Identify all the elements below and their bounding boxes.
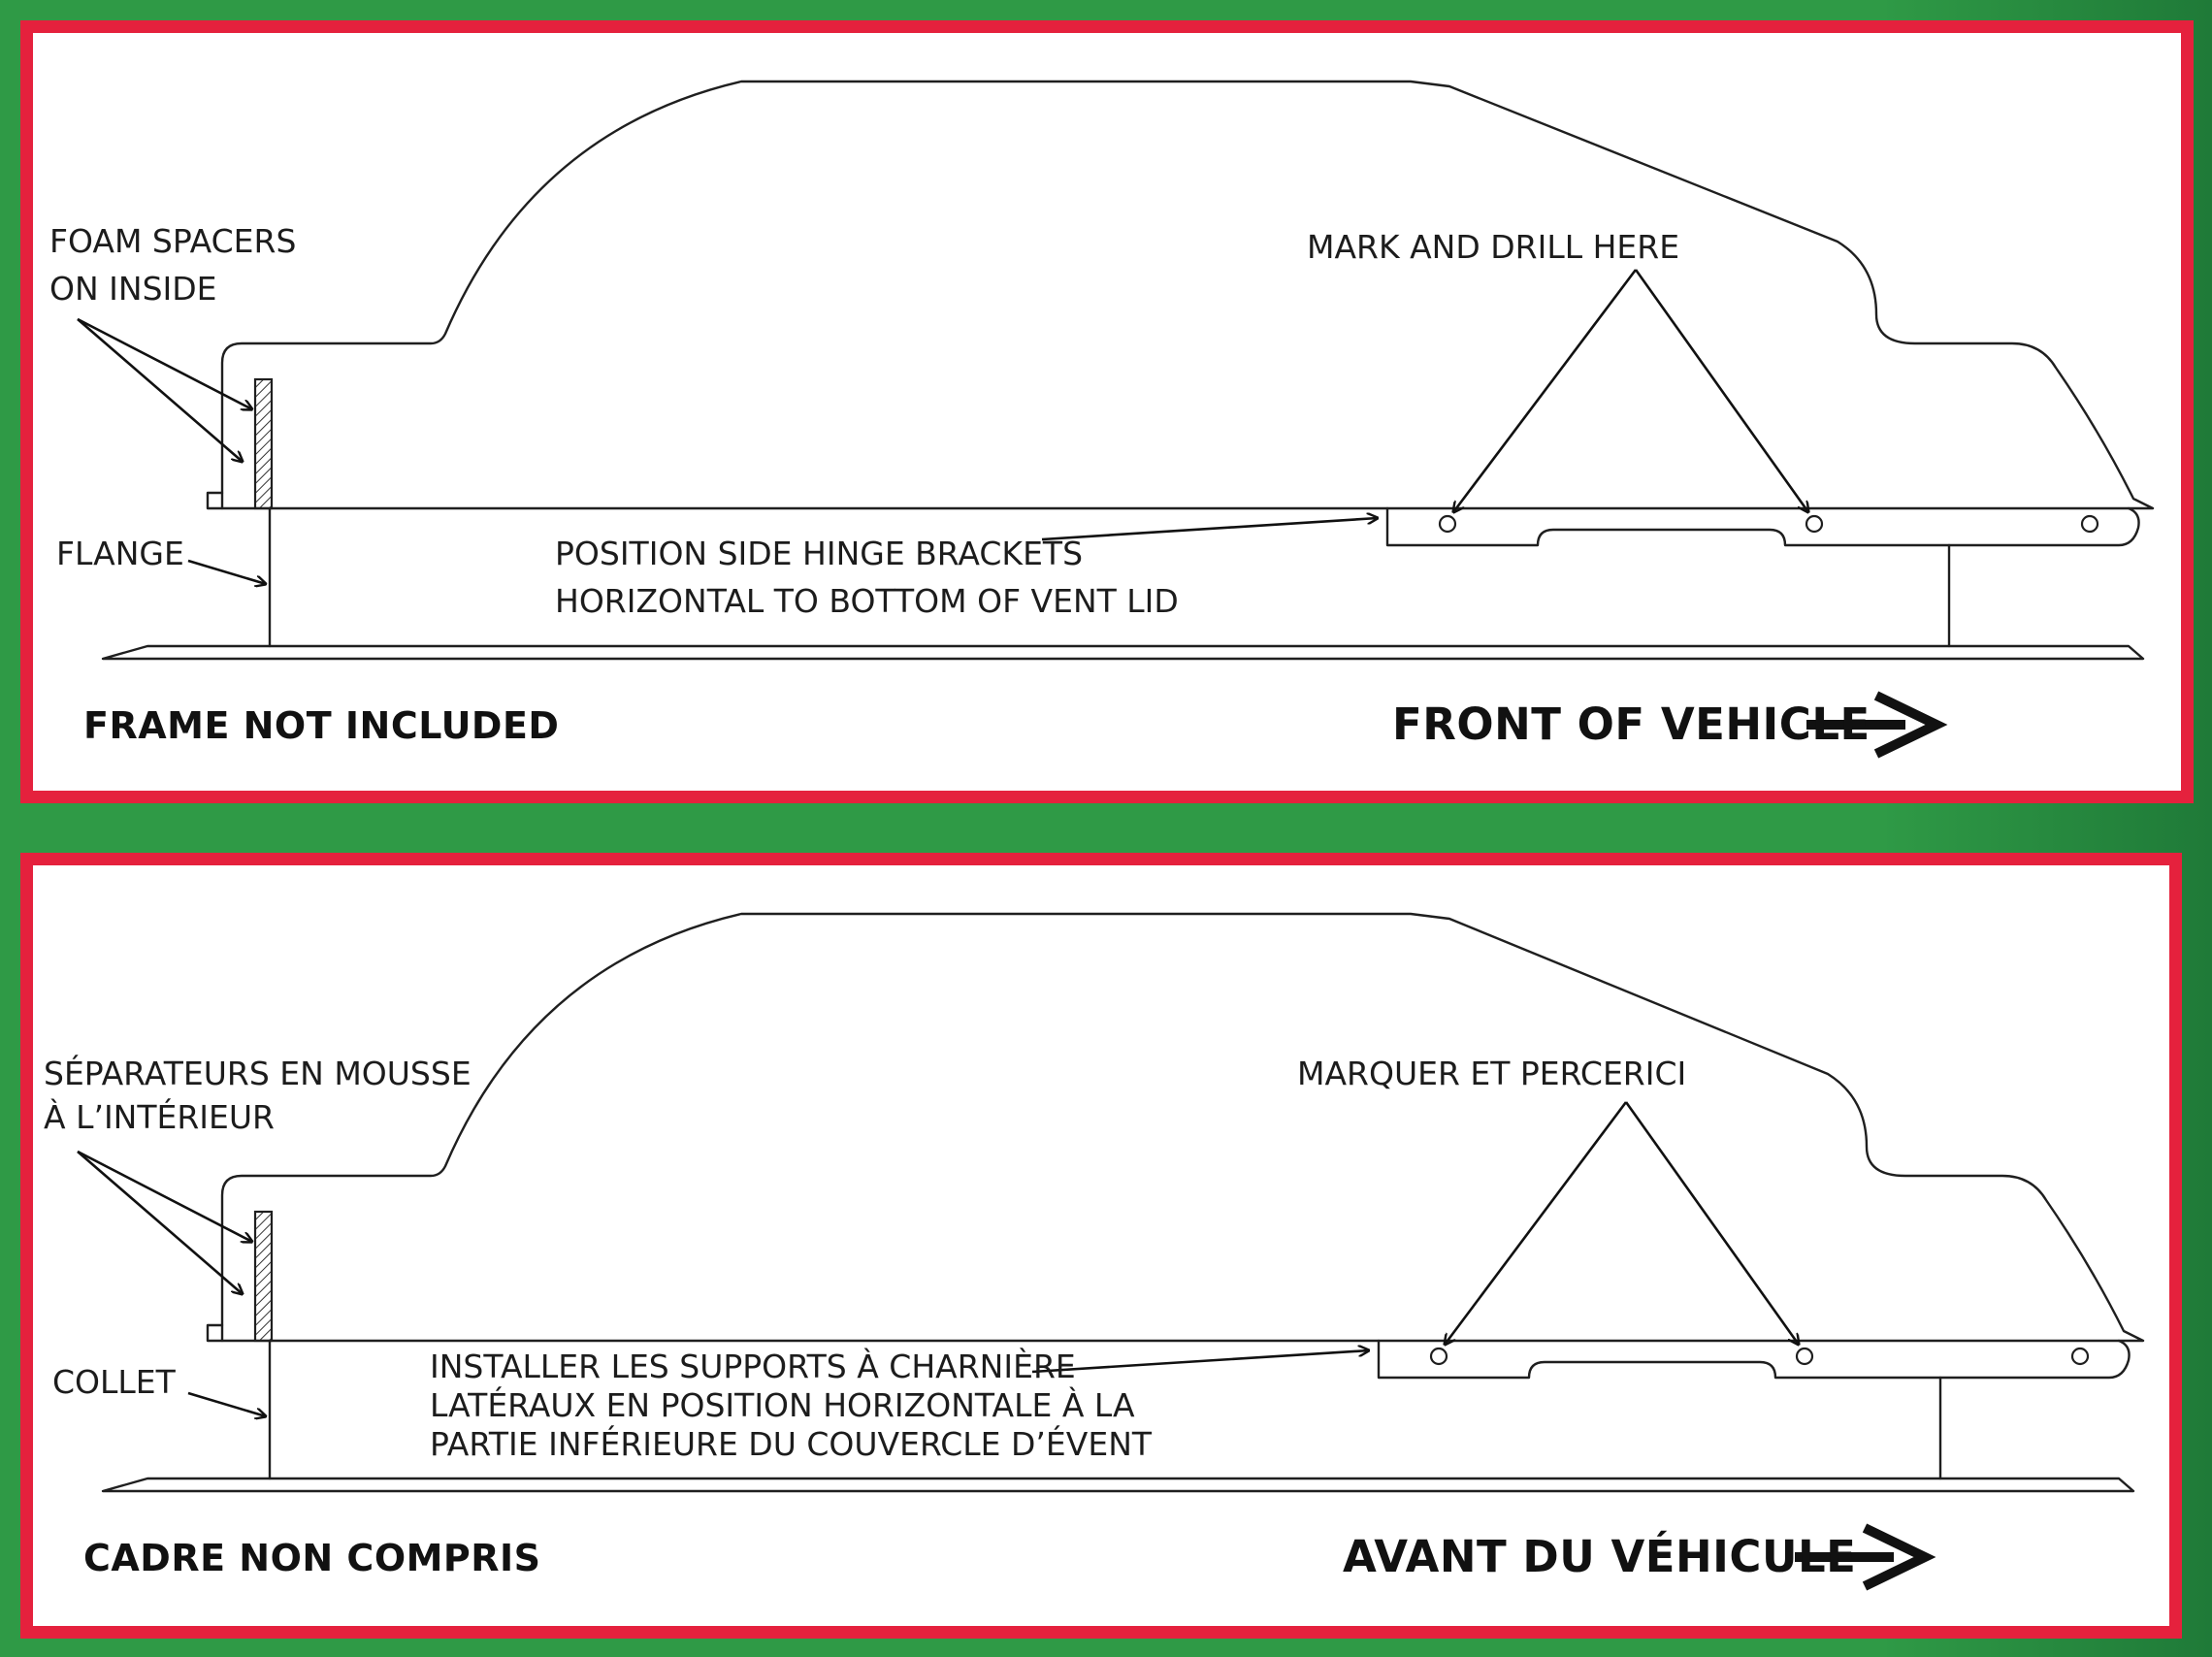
hinge-bracket (1377, 1339, 2131, 1380)
frame-base (101, 644, 2145, 661)
leader-flange (187, 1391, 266, 1416)
hinge-bracket (1385, 506, 2140, 547)
leader-bracket (1041, 518, 1378, 541)
leader-foam-1 (77, 1150, 252, 1242)
foam-spacers-label-line1: FOAM SPACERS (49, 222, 297, 260)
foam-spacers-label-line1: SÉPARATEURS EN MOUSSE (44, 1055, 472, 1092)
leader-foam-2 (77, 318, 243, 462)
mark-drill-label: MARQUER ET PERCERICI (1297, 1055, 1687, 1092)
flange-label: COLLET (52, 1363, 176, 1401)
front-of-vehicle-label: FRONT OF VEHICLE (1392, 699, 1870, 750)
right-arrow-icon (1795, 1523, 1936, 1591)
vent-lid-diagram (77, 912, 2145, 1591)
leader-bracket (1031, 1350, 1369, 1374)
bracket-instruction-line3: PARTIE INFÉRIEURE DU COUVERCLE D’ÉVENT (430, 1425, 1153, 1463)
foam-spacers-label-line2: ON INSIDE (49, 270, 217, 308)
leader-drill-2 (1634, 269, 1808, 512)
bracket-instruction-line2: HORIZONTAL TO BOTTOM OF VENT LID (555, 582, 1179, 620)
pivot-hole (2080, 514, 2099, 534)
leader-drill-1 (1445, 1101, 1628, 1345)
mark-drill-label: MARK AND DRILL HERE (1307, 228, 1680, 266)
foam-spacer (253, 1210, 274, 1343)
vent-lid-diagram (77, 80, 2155, 759)
leader-drill-2 (1624, 1101, 1799, 1345)
frame-not-included-note: FRAME NOT INCLUDED (83, 704, 560, 747)
leader-foam-1 (77, 317, 252, 409)
leader-flange (187, 559, 266, 584)
bracket-instruction-line1: POSITION SIDE HINGE BRACKETS (555, 535, 1084, 572)
leader-drill-1 (1453, 269, 1638, 512)
flange-label: FLANGE (56, 535, 184, 572)
french-diagram-panel: SÉPARATEURS EN MOUSSE À L’INTÉRIEUR COLL… (20, 853, 2182, 1639)
bracket-instruction-line2: LATÉRAUX EN POSITION HORIZONTALE À LA (430, 1386, 1135, 1424)
vent-lid-bottom-flange (206, 1323, 224, 1343)
drill-hole (1795, 1347, 1814, 1366)
drill-hole (1438, 514, 1457, 534)
drill-hole (1805, 514, 1824, 534)
frame-not-included-note: CADRE NON COMPRIS (83, 1537, 541, 1579)
foam-spacer (253, 377, 274, 510)
vent-lid-bottom-flange (206, 491, 224, 510)
vent-lid-outline (220, 912, 2145, 1343)
right-arrow-icon (1806, 691, 1948, 759)
foam-spacers-label-line2: À L’INTÉRIEUR (44, 1098, 275, 1136)
front-of-vehicle-label: AVANT DU VÉHICULE (1343, 1531, 1857, 1582)
bracket-instruction-line1: INSTALLER LES SUPPORTS À CHARNIÈRE (430, 1348, 1076, 1385)
vent-lid-outline (220, 80, 2155, 510)
pivot-hole (2070, 1347, 2090, 1366)
english-diagram-panel: FOAM SPACERS ON INSIDE FLANGE MARK AND D… (20, 20, 2194, 803)
leader-foam-2 (77, 1151, 243, 1294)
frame-base (101, 1477, 2135, 1493)
drill-hole (1429, 1347, 1448, 1366)
